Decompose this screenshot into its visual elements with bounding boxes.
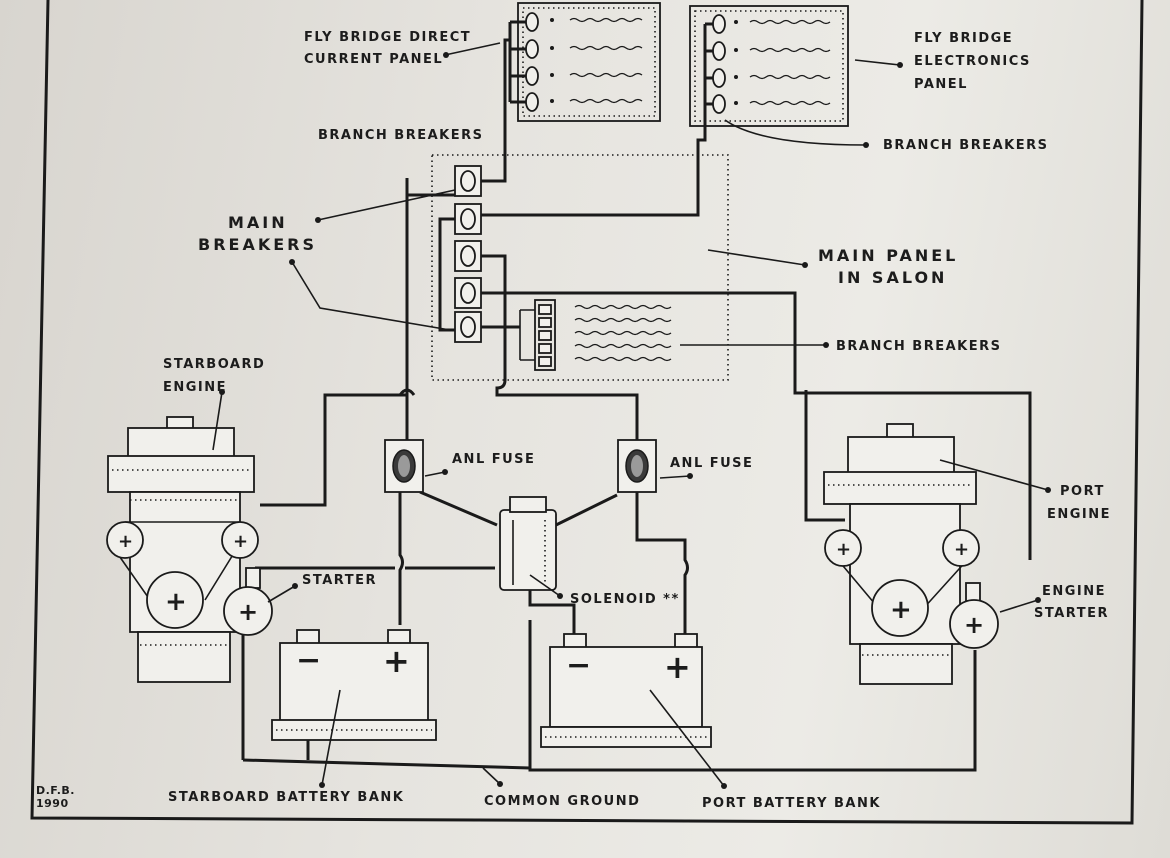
main-panel xyxy=(431,154,729,381)
label-main-breakers-1: MAIN xyxy=(228,213,288,232)
starboard-battery: − + xyxy=(271,629,437,741)
fly-bridge-electronics-breakers xyxy=(712,14,831,114)
label-engine-starter-2: STARTER xyxy=(1034,606,1109,621)
fly-bridge-electronics-panel xyxy=(689,5,849,127)
fly-bridge-dc-panel xyxy=(508,2,661,122)
label-fly-bridge-dc-1: FLY BRIDGE DIRECT xyxy=(304,30,471,45)
svg-text:+: + xyxy=(233,531,250,552)
label-fly-bridge-el-1: FLY BRIDGE xyxy=(914,31,1013,46)
leader-lines xyxy=(212,42,1051,789)
label-branch-breakers-top-left: BRANCH BREAKERS xyxy=(318,128,484,143)
signature-year: 1990 xyxy=(36,797,69,810)
svg-text:+: + xyxy=(118,531,135,552)
svg-text:+: + xyxy=(890,595,913,625)
main-panel-branch-breakers xyxy=(519,299,672,371)
svg-text:+: + xyxy=(964,611,986,639)
svg-text:+: + xyxy=(238,598,260,626)
starboard-engine: + + + xyxy=(106,416,259,683)
starboard-pulleys: + + + xyxy=(106,521,259,629)
svg-text:+: + xyxy=(836,539,853,560)
label-common-ground: COMMON GROUND xyxy=(484,794,640,809)
port-battery-minus: − xyxy=(566,648,593,683)
label-branch-breakers-top-right: BRANCH BREAKERS xyxy=(883,138,1049,153)
label-anl-fuse-right: ANL FUSE xyxy=(670,456,753,471)
starboard-battery-minus: − xyxy=(296,643,323,678)
port-starter: + xyxy=(949,582,999,649)
label-fly-bridge-dc-2: CURRENT PANEL xyxy=(304,52,443,67)
starboard-starter: + xyxy=(223,567,273,636)
port-pulleys: + + + xyxy=(824,529,980,637)
label-starboard-engine-1: STARBOARD xyxy=(163,357,265,372)
label-starboard-engine-2: ENGINE xyxy=(163,380,227,395)
label-main-panel-2: IN SALON xyxy=(838,268,947,287)
label-port-battery-bank: PORT BATTERY BANK xyxy=(702,796,881,811)
main-breakers xyxy=(454,165,482,343)
label-branch-breakers-mid: BRANCH BREAKERS xyxy=(836,339,1002,354)
port-battery-plus: + xyxy=(664,648,692,686)
label-starboard-battery-bank: STARBOARD BATTERY BANK xyxy=(168,790,404,805)
label-fly-bridge-el-2: ELECTRONICS xyxy=(914,54,1031,69)
fly-bridge-dc-breakers xyxy=(525,12,643,112)
svg-text:+: + xyxy=(165,587,188,617)
label-port-engine-1: PORT xyxy=(1060,484,1105,499)
label-starter: STARTER xyxy=(302,573,377,588)
label-engine-starter-1: ENGINE xyxy=(1042,584,1106,599)
svg-text:+: + xyxy=(954,539,971,560)
port-engine: + + + xyxy=(823,423,980,685)
label-main-panel-1: MAIN PANEL xyxy=(818,246,958,265)
solenoid xyxy=(499,496,557,591)
anl-fuse-right xyxy=(617,439,657,493)
starboard-battery-plus: + xyxy=(383,642,411,680)
frame-border xyxy=(30,0,1144,825)
anl-fuse-left xyxy=(384,439,424,493)
port-battery: − + xyxy=(540,633,712,748)
signature-initials: D.F.B. xyxy=(36,784,75,797)
label-anl-fuse-left: ANL FUSE xyxy=(452,452,535,467)
label-solenoid: SOLENOID ** xyxy=(570,592,680,607)
label-port-engine-2: ENGINE xyxy=(1047,507,1111,522)
label-fly-bridge-el-3: PANEL xyxy=(914,77,968,92)
label-main-breakers-2: BREAKERS xyxy=(198,235,317,254)
